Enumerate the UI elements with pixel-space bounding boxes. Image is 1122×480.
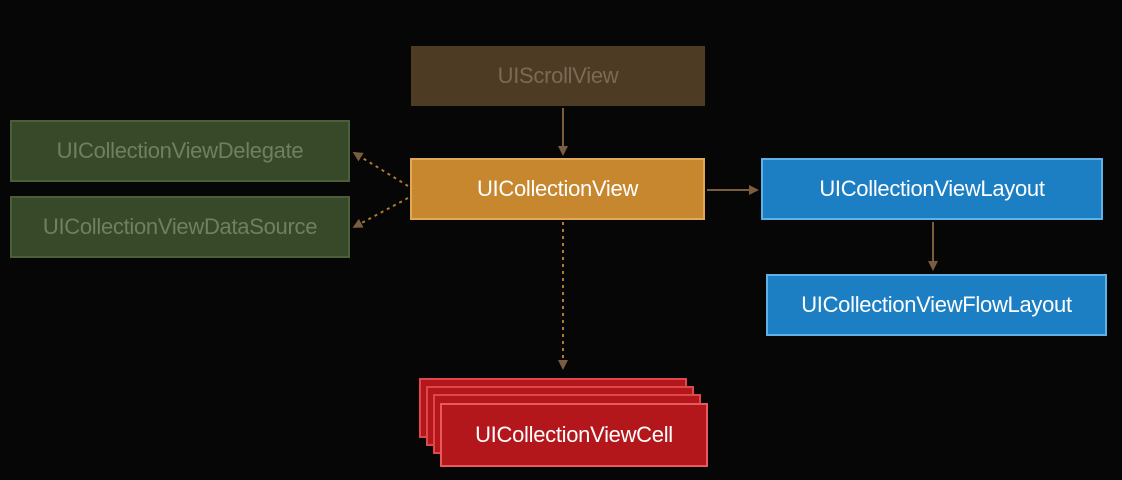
node-layout-label: UICollectionViewLayout bbox=[819, 176, 1045, 201]
arrow-collectionview-to-datasource bbox=[352, 197, 409, 228]
node-uicollectionviewdatasource: UICollectionViewDataSource bbox=[10, 196, 350, 258]
arrow-collectionview-to-delegate bbox=[352, 151, 409, 187]
node-uicollectionviewcell: UICollectionViewCell bbox=[440, 403, 708, 467]
node-delegate-label: UICollectionViewDelegate bbox=[56, 138, 304, 163]
node-datasource-label: UICollectionViewDataSource bbox=[42, 214, 318, 239]
node-cell-label: UICollectionViewCell bbox=[475, 422, 673, 447]
node-uicollectionviewdelegate: UICollectionViewDelegate bbox=[10, 120, 350, 182]
node-uiscrollview: UIScrollView bbox=[411, 46, 705, 106]
node-uicollectionviewlayout: UICollectionViewLayout bbox=[761, 158, 1103, 220]
node-flowlayout-label: UICollectionViewFlowLayout bbox=[801, 292, 1072, 317]
node-uicollectionview: UICollectionView bbox=[410, 158, 705, 220]
node-uiscrollview-label: UIScrollView bbox=[497, 63, 619, 88]
node-uicollectionview-label: UICollectionView bbox=[476, 176, 639, 201]
node-uicollectionviewflowlayout: UICollectionViewFlowLayout bbox=[766, 274, 1107, 336]
